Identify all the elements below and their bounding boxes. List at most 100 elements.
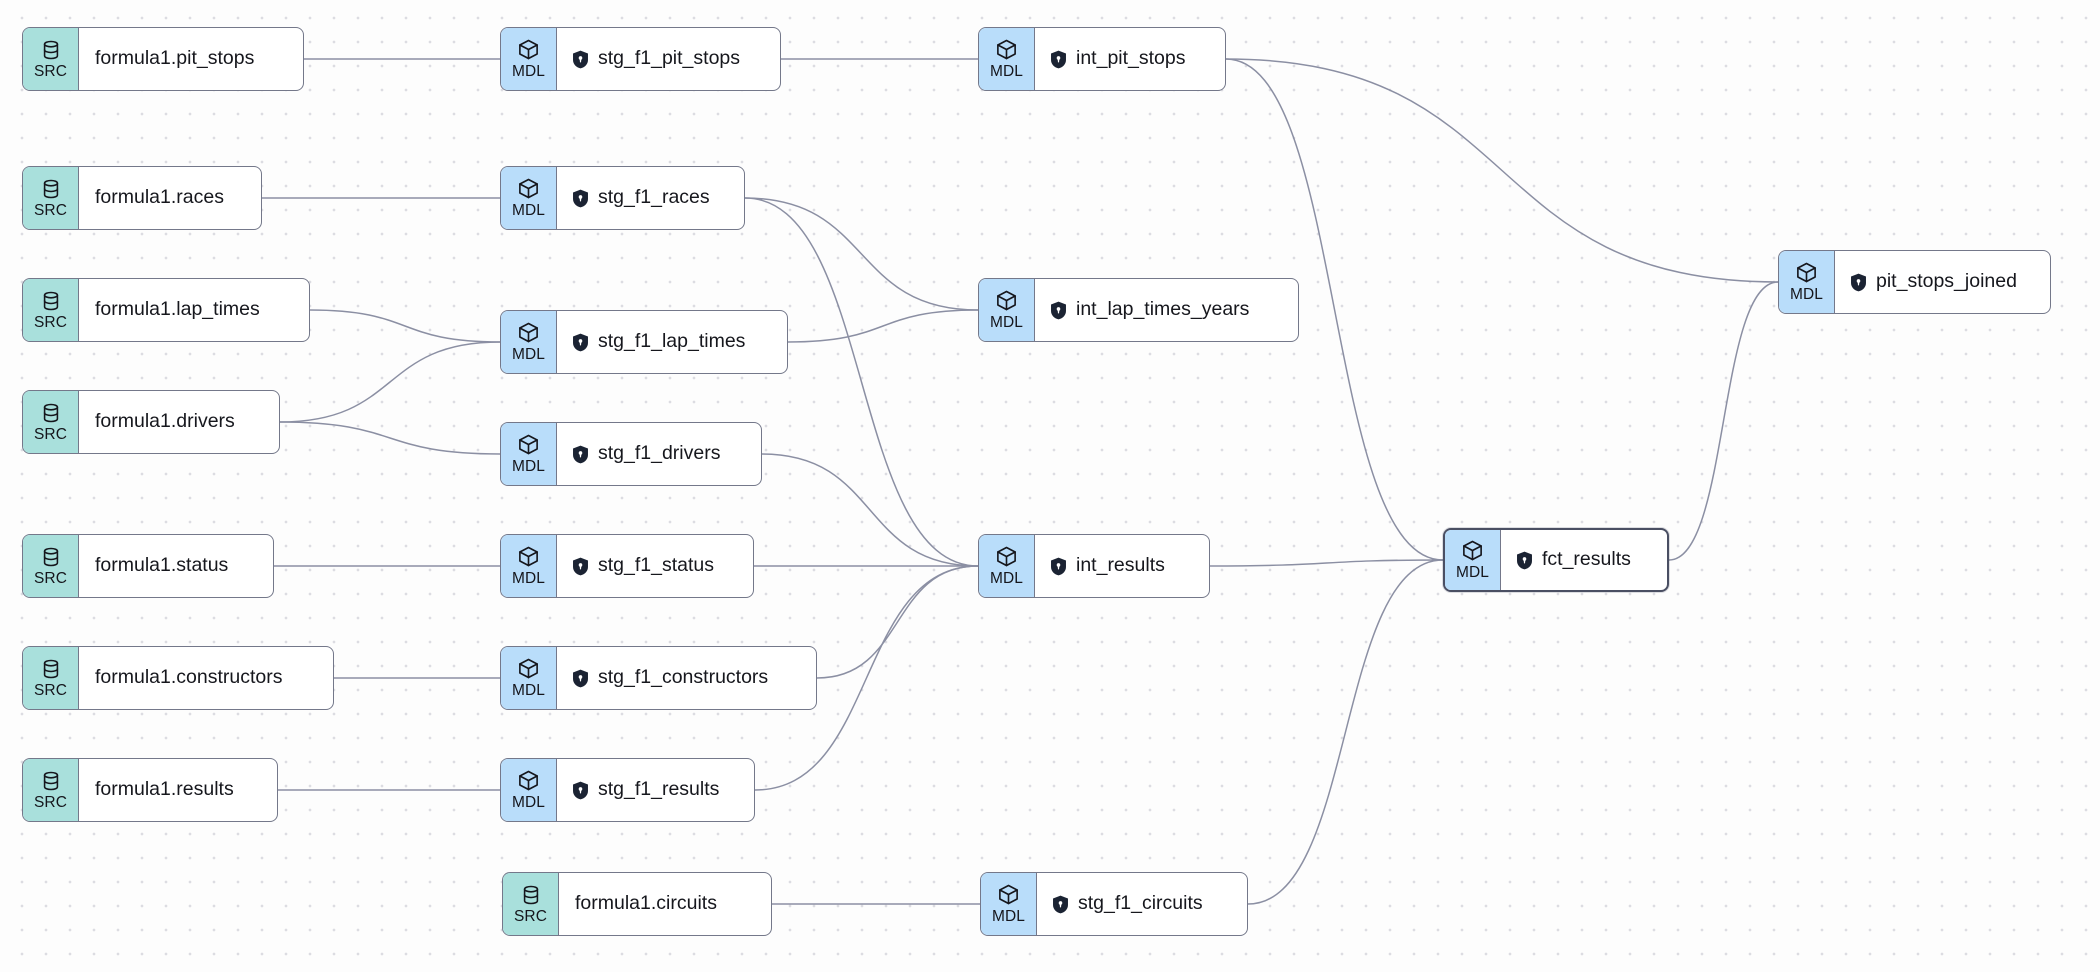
graph-node-int_results[interactable]: MDL int_results bbox=[978, 534, 1210, 598]
edge-stg_f1_races-to-int_results bbox=[744, 197, 979, 567]
model-badge: MDL bbox=[979, 535, 1035, 597]
graph-node-pit_stops_joined[interactable]: MDL pit_stops_joined bbox=[1778, 250, 2051, 314]
graph-node-stg_f1_races[interactable]: MDL stg_f1_races bbox=[500, 166, 745, 230]
badge-label: MDL bbox=[511, 346, 546, 364]
source-badge: SRC bbox=[23, 167, 79, 229]
graph-node-src_constructors[interactable]: SRC formula1.constructors bbox=[22, 646, 334, 710]
edge-fct_results-to-pit_stops_joined bbox=[1668, 281, 1779, 561]
graph-node-stg_f1_constructors[interactable]: MDL stg_f1_constructors bbox=[500, 646, 817, 710]
graph-node-stg_f1_pit_stops[interactable]: MDL stg_f1_pit_stops bbox=[500, 27, 781, 91]
cube-icon bbox=[995, 289, 1018, 312]
node-body: stg_f1_results bbox=[557, 759, 754, 821]
graph-node-stg_f1_drivers[interactable]: MDL stg_f1_drivers bbox=[500, 422, 762, 486]
node-label: formula1.constructors bbox=[95, 666, 283, 689]
database-icon bbox=[40, 290, 62, 312]
node-body: stg_f1_circuits bbox=[1037, 873, 1247, 935]
source-badge: SRC bbox=[23, 535, 79, 597]
source-badge: SRC bbox=[23, 279, 79, 341]
cube-icon bbox=[517, 38, 540, 61]
graph-node-src_results[interactable]: SRC formula1.results bbox=[22, 758, 278, 822]
edge-stg_f1_drivers-to-int_results bbox=[761, 453, 979, 567]
node-label: formula1.pit_stops bbox=[95, 47, 255, 70]
node-label: stg_f1_pit_stops bbox=[598, 47, 741, 70]
cube-icon bbox=[1795, 261, 1818, 284]
node-label: stg_f1_races bbox=[598, 186, 710, 209]
node-body: formula1.races bbox=[79, 167, 261, 229]
badge-label: MDL bbox=[511, 570, 546, 588]
edge-stg_f1_constructors-to-int_results bbox=[816, 565, 979, 679]
node-body: stg_f1_status bbox=[557, 535, 753, 597]
database-icon bbox=[40, 658, 62, 680]
graph-node-src_lap_times[interactable]: SRC formula1.lap_times bbox=[22, 278, 310, 342]
model-badge: MDL bbox=[1779, 251, 1835, 313]
shield-icon bbox=[1516, 551, 1533, 570]
graph-node-src_pit_stops[interactable]: SRC formula1.pit_stops bbox=[22, 27, 304, 91]
badge-label: SRC bbox=[33, 313, 68, 331]
cube-icon bbox=[517, 545, 540, 568]
shield-icon bbox=[572, 333, 589, 352]
source-badge: SRC bbox=[23, 391, 79, 453]
shield-icon bbox=[1050, 301, 1067, 320]
database-icon bbox=[40, 39, 62, 61]
shield-icon bbox=[572, 781, 589, 800]
edge-src_drivers-to-stg_f1_lap_times bbox=[279, 341, 501, 423]
graph-node-src_drivers[interactable]: SRC formula1.drivers bbox=[22, 390, 280, 454]
node-body: formula1.results bbox=[79, 759, 277, 821]
shield-icon bbox=[572, 445, 589, 464]
node-label: int_results bbox=[1076, 554, 1165, 577]
node-body: formula1.constructors bbox=[79, 647, 333, 709]
source-badge: SRC bbox=[23, 759, 79, 821]
node-body: stg_f1_races bbox=[557, 167, 744, 229]
cube-icon bbox=[517, 769, 540, 792]
node-label: formula1.lap_times bbox=[95, 298, 260, 321]
badge-label: MDL bbox=[989, 63, 1024, 81]
graph-node-stg_f1_lap_times[interactable]: MDL stg_f1_lap_times bbox=[500, 310, 788, 374]
badge-label: SRC bbox=[33, 62, 68, 80]
node-body: stg_f1_drivers bbox=[557, 423, 761, 485]
model-badge: MDL bbox=[501, 759, 557, 821]
database-icon bbox=[520, 884, 542, 906]
node-body: formula1.status bbox=[79, 535, 273, 597]
source-badge: SRC bbox=[23, 647, 79, 709]
edge-stg_f1_circuits-to-fct_results bbox=[1247, 559, 1444, 905]
node-body: int_lap_times_years bbox=[1035, 279, 1298, 341]
edge-stg_f1_lap_times-to-int_lap_times_years bbox=[787, 309, 979, 343]
graph-node-src_races[interactable]: SRC formula1.races bbox=[22, 166, 262, 230]
node-label: formula1.races bbox=[95, 186, 224, 209]
model-badge: MDL bbox=[1445, 530, 1501, 590]
node-label: formula1.drivers bbox=[95, 410, 235, 433]
node-label: stg_f1_constructors bbox=[598, 666, 769, 689]
shield-icon bbox=[1050, 50, 1067, 69]
source-badge: SRC bbox=[503, 873, 559, 935]
graph-node-src_status[interactable]: SRC formula1.status bbox=[22, 534, 274, 598]
node-label: formula1.results bbox=[95, 778, 234, 801]
node-body: fct_results bbox=[1501, 530, 1667, 590]
node-label: stg_f1_lap_times bbox=[598, 330, 746, 353]
badge-label: SRC bbox=[33, 569, 68, 587]
badge-label: MDL bbox=[511, 458, 546, 476]
badge-label: MDL bbox=[989, 570, 1024, 588]
badge-label: MDL bbox=[511, 63, 546, 81]
badge-label: MDL bbox=[1789, 286, 1824, 304]
database-icon bbox=[40, 770, 62, 792]
model-badge: MDL bbox=[501, 311, 557, 373]
cube-icon bbox=[995, 545, 1018, 568]
model-badge: MDL bbox=[501, 423, 557, 485]
node-label: pit_stops_joined bbox=[1876, 270, 2017, 293]
shield-icon bbox=[572, 189, 589, 208]
model-badge: MDL bbox=[501, 647, 557, 709]
graph-node-stg_f1_status[interactable]: MDL stg_f1_status bbox=[500, 534, 754, 598]
badge-label: SRC bbox=[33, 425, 68, 443]
model-badge: MDL bbox=[501, 167, 557, 229]
node-label: formula1.status bbox=[95, 554, 229, 577]
badge-label: SRC bbox=[33, 201, 68, 219]
edge-int_results-to-fct_results bbox=[1209, 559, 1444, 567]
